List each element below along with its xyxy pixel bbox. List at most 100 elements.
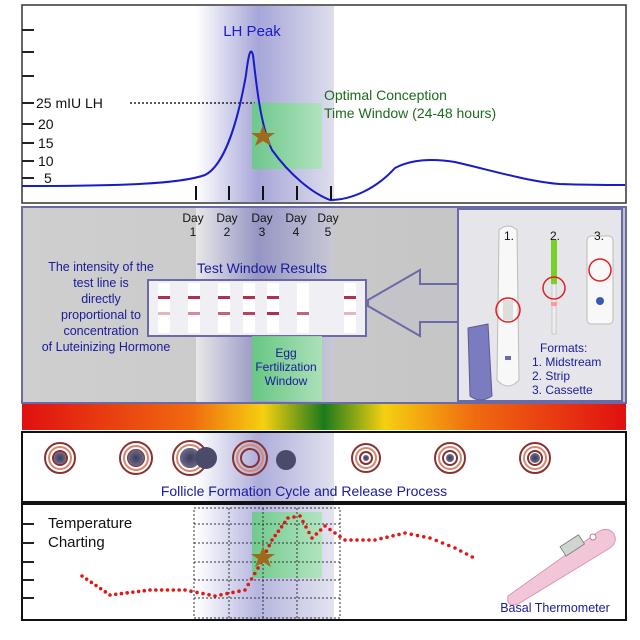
temperature-dot [361,538,365,542]
follicle-oocyte [530,453,540,463]
temperature-dot [189,589,193,593]
temperature-dot [94,583,98,588]
day-axis-ticks [195,186,332,200]
temperature-dot [98,586,103,591]
intensity-note: The intensity of the test line is direct… [42,260,171,354]
temperature-dot [89,580,94,585]
control-line [188,296,200,299]
follicle-oocyte [180,448,200,468]
control-line [158,296,170,299]
temperature-dot [458,549,463,553]
temperature-dot [252,571,257,576]
svg-text:1. Midstream: 1. Midstream [532,355,601,369]
temperature-dot [421,534,426,539]
temperature-dot [177,588,181,592]
temperature-dot [304,525,308,529]
lh-axis-ticks [22,29,34,179]
temperature-dot [148,588,152,592]
follicle-ring [438,446,462,470]
temperature-dot [333,531,337,535]
midstream-cap [467,323,493,401]
follicle-sequence [44,440,551,476]
temperature-dot [415,533,420,538]
test-line [218,312,230,315]
temperature-dot [385,535,389,539]
svg-text:test line is: test line is [73,276,129,290]
day-label-2-num: 2 [224,225,231,239]
temperature-dot [237,589,241,593]
temperature-dot [286,516,290,520]
test-strip [158,283,170,333]
follicle-ring [123,445,149,471]
format-number-3: 3. [594,229,604,243]
threshold-label: 25 mIU LH [36,95,103,111]
temperature-dot [355,538,359,542]
temperature-label-line1: Temperature [48,515,132,532]
temperature-dot [119,591,124,596]
ovulation-star-top [251,125,275,146]
test-strip [297,283,309,333]
follicle-caption: Follicle Formation Cycle and Release Pro… [161,483,447,499]
format-number-1: 1. [504,229,514,243]
temperature-dot [80,574,84,578]
oocyte-bubble [195,447,217,469]
strip-test [542,240,566,335]
ovulation-star-bottom [251,546,275,567]
results-box [147,279,367,337]
test-line [243,312,255,315]
follicle-ring [519,442,551,474]
format-number-2: 2. [550,229,560,243]
cassette-highlight [588,258,612,282]
temperature-dot [349,538,353,542]
control-line [243,296,255,299]
temperature-dot [440,541,445,545]
day-label-1-word: Day [182,211,203,225]
tick-label-20: 20 [38,116,54,132]
temperature-dot [276,529,281,533]
temperature-dot [338,534,342,539]
tick-label-5: 5 [44,170,52,186]
temperature-dot [307,530,311,535]
temperature-dot [464,552,469,556]
test-line [188,312,200,315]
temperature-dot [279,525,284,529]
temperature-dot [136,589,141,594]
follicle-ring [44,442,76,474]
test-line [158,312,170,315]
follicle-oocyte [128,450,144,466]
test-strip [188,283,200,333]
formats-list: Formats: 1. Midstream 2. Strip 3. Casset… [532,341,601,397]
control-line [344,296,356,299]
temperature-dot [310,536,314,540]
temperature-dot [159,588,164,592]
temperature-dot [453,546,457,550]
control-line [218,296,230,299]
color-spectrum-bar [22,404,626,430]
follicle-oocyte [446,454,454,462]
lh-curve [21,50,626,202]
svg-text:concentration: concentration [63,324,138,338]
follicle-ring [359,451,373,465]
temperature-dot [267,543,272,548]
window-label-line1: Optimal Conception [324,87,447,103]
test-strip [218,283,230,333]
svg-text:The intensity of the: The intensity of the [48,260,154,274]
temperature-axis-ticks [22,523,34,599]
temperature-dot [470,555,475,559]
temperature-grid [193,507,341,619]
temperature-dot [318,528,323,532]
follicle-ring [236,444,264,472]
temperature-dot [298,514,302,518]
egg-window-label: Egg Fertilization Window [255,346,316,388]
follicle-ring [434,442,466,474]
midstream-test [495,225,521,387]
test-line [267,312,279,315]
temperature-dot [373,538,377,542]
thermometer-display [559,534,586,557]
day-label-3-num: 3 [259,225,266,239]
tick-label-15: 15 [38,135,54,151]
temperature-dot [283,520,287,525]
strip-highlight [542,276,566,300]
temperature-dot [231,590,235,595]
follicle-panel: Follicle Formation Cycle and Release Pro… [21,431,627,503]
